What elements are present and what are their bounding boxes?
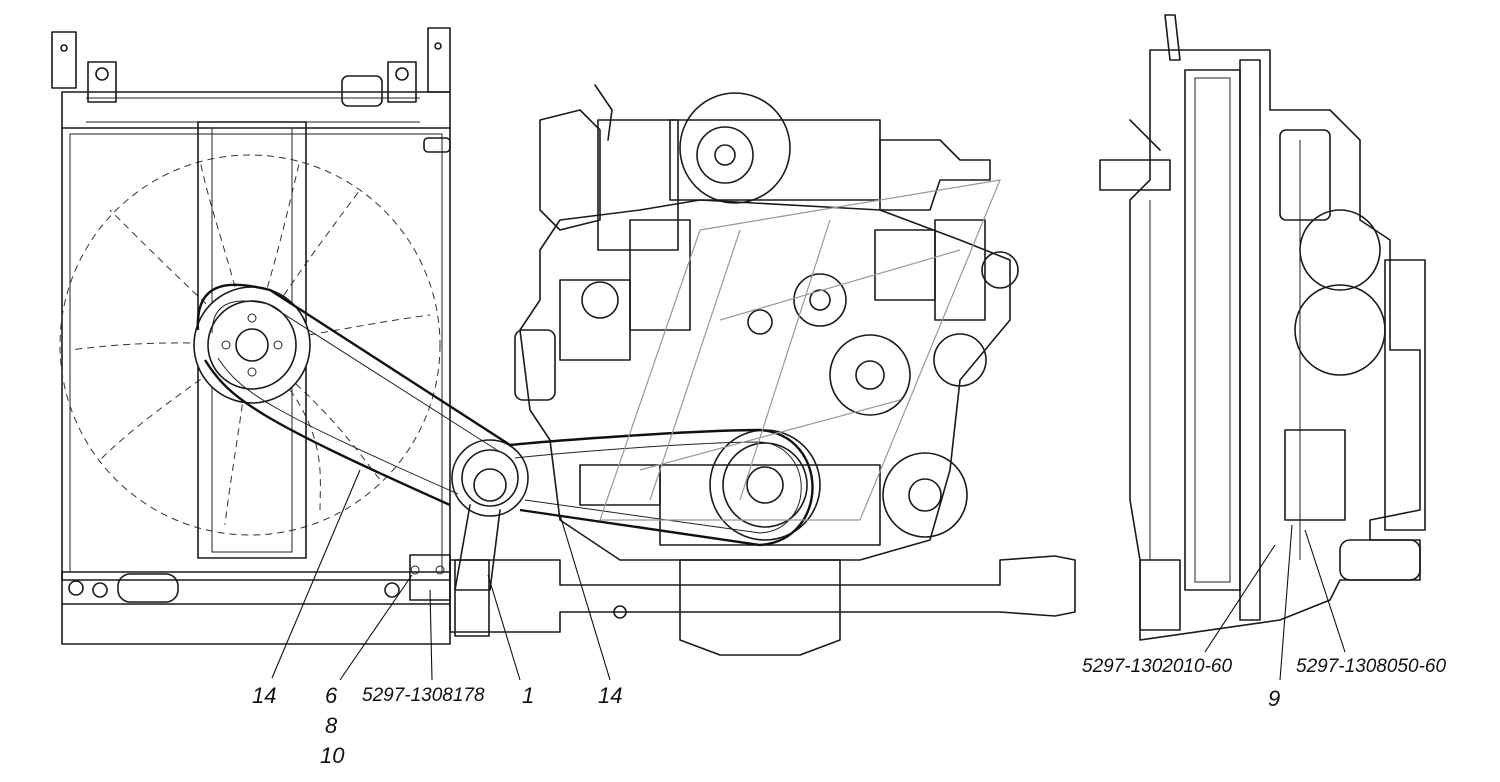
callout-6: 6 bbox=[325, 683, 338, 708]
side-view bbox=[1099, 14, 1426, 641]
callout-1: 1 bbox=[522, 683, 535, 708]
drive-belt bbox=[196, 283, 814, 547]
idler-pulley bbox=[409, 439, 529, 601]
callout-part-5297-1302010-60: 5297-1302010-60 bbox=[1082, 656, 1233, 677]
callout-10: 10 bbox=[320, 743, 345, 768]
engine-front-view bbox=[196, 84, 1076, 656]
callout-9: 9 bbox=[1268, 686, 1281, 711]
leader-lines bbox=[271, 469, 1346, 681]
watermark-emblem bbox=[599, 179, 1001, 521]
callout-14-left: 14 bbox=[252, 683, 277, 708]
callout-part-5297-1308178: 5297-1308178 bbox=[362, 685, 485, 706]
callout-part-5297-1308050-60: 5297-1308050-60 bbox=[1296, 656, 1447, 677]
radiator-front-view bbox=[51, 27, 451, 645]
callout-14-mid: 14 bbox=[598, 683, 623, 708]
callout-8: 8 bbox=[325, 713, 338, 738]
